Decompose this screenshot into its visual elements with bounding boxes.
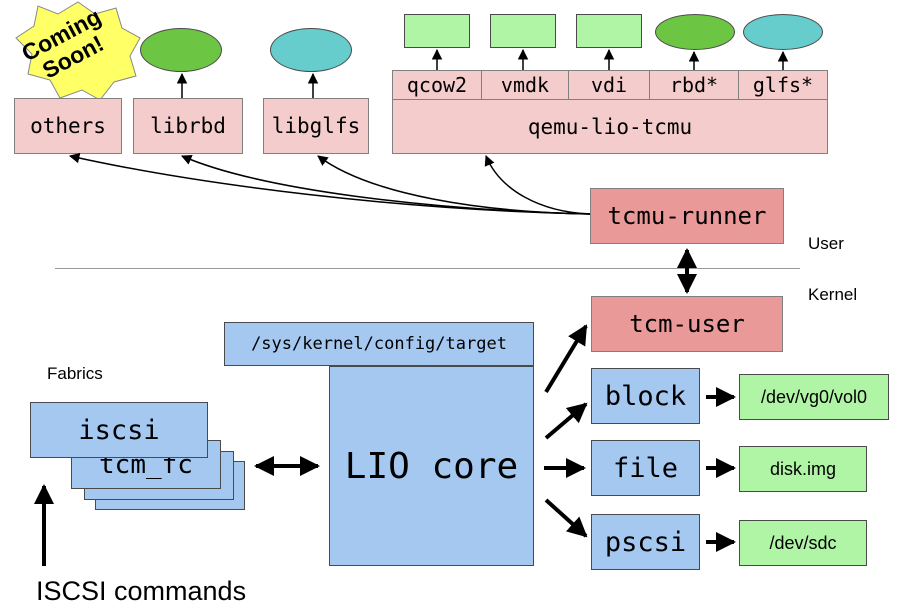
arrow-to-librbd <box>181 154 591 215</box>
pscsi-device: /dev/sdc <box>739 520 867 566</box>
iscsi-box: iscsi <box>30 402 208 458</box>
lio-core-box: LIO core <box>329 366 534 566</box>
arrow-core-tcmuser <box>544 324 588 394</box>
config-path-box: /sys/kernel/config/target <box>224 322 534 366</box>
tcm-user-box: tcm-user <box>591 296 783 352</box>
vdi-target <box>576 14 642 48</box>
coming-soon-text: Coming Soon! <box>3 0 142 114</box>
tcmu-runner-box: tcmu-runner <box>590 188 784 244</box>
vmdk-driver: vmdk <box>481 70 569 100</box>
user-kernel-divider <box>55 268 800 269</box>
block-device: /dev/vg0/vol0 <box>739 374 889 420</box>
file-box: file <box>591 440 700 496</box>
vdi-driver: vdi <box>568 70 650 100</box>
file-device: disk.img <box>739 446 867 492</box>
arrow-core-pscsi <box>544 498 588 538</box>
libglfs-ellipse <box>270 28 352 72</box>
kernel-label: Kernel <box>808 285 858 304</box>
qcow2-driver: qcow2 <box>392 70 482 100</box>
fabrics-label: Fabrics <box>47 364 103 383</box>
arrow-core-block <box>544 402 588 440</box>
iscsi-commands-label: ISCSI commands <box>36 576 247 606</box>
libglfs-box: libglfs <box>263 98 369 154</box>
glfs-driver: glfs* <box>738 70 828 100</box>
librbd-box: librbd <box>133 98 243 154</box>
others-box: others <box>14 98 122 154</box>
arrow-to-qemu <box>484 155 591 215</box>
pscsi-box: pscsi <box>591 514 700 570</box>
glfs-target-ellipse <box>743 14 823 50</box>
librbd-ellipse <box>140 28 222 72</box>
arrow-to-others <box>68 152 591 215</box>
block-box: block <box>591 368 700 424</box>
rbd-driver: rbd* <box>649 70 739 100</box>
qcow2-target <box>404 14 470 48</box>
qemu-lio-tcmu-label: qemu-lio-tcmu <box>527 115 693 139</box>
rbd-target-ellipse <box>655 14 735 50</box>
user-label: User <box>808 234 844 253</box>
vmdk-target <box>490 14 556 48</box>
arrow-to-libglfs <box>317 155 591 215</box>
